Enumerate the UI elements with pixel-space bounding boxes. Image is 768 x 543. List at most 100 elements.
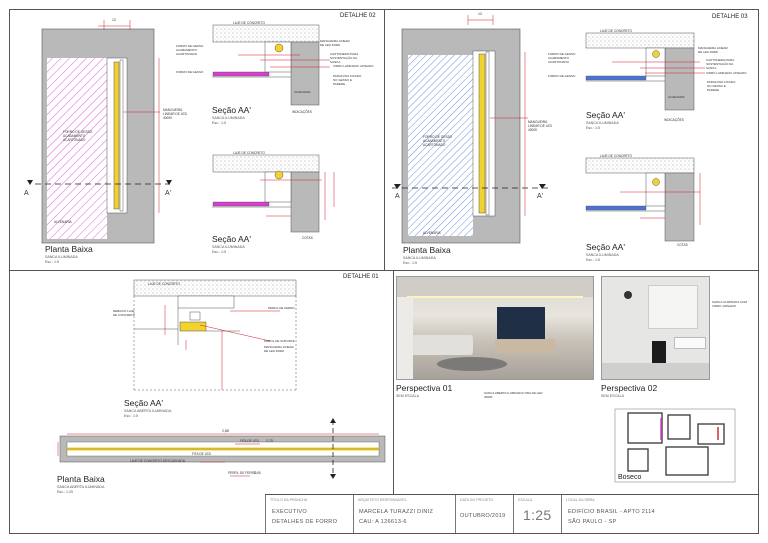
note-label: SANCA ABERTA ILUMINADA TIRA DE LED 4000K — [484, 391, 543, 399]
note-label: FORRO DE GESSO — [176, 70, 204, 74]
dim-label: 12 — [478, 12, 482, 16]
titleblock-cell-title: TÍTULO DA PRANCHA EXECUTIVO DETALHES DE … — [265, 495, 353, 533]
plan-subtitle-02: SANCA ILUMINADA — [45, 255, 78, 259]
vanity — [674, 337, 706, 349]
plan-title-03: Planta Baixa — [403, 245, 451, 255]
perspective-01-subtitle: SEM ESCALA — [396, 394, 419, 398]
boseco-title: Boseco — [618, 474, 642, 481]
titleblock-header: TÍTULO DA PRANCHA — [270, 498, 308, 502]
section-title-03a: Seção AA' — [586, 110, 625, 120]
section-subtitle-03b: SANCA ILUMINADA — [586, 253, 619, 257]
detail-02-label: DETALHE 02 — [340, 13, 376, 19]
note-label: ALVENARIA — [294, 90, 311, 94]
section-scale-03b: Esc.: 1:5 — [586, 258, 600, 262]
note-label: FITA DE LED — [240, 439, 259, 443]
section-subtitle-01: SANCA ABERTA ILUMINADA — [124, 409, 172, 413]
perspective-01-render — [396, 276, 594, 380]
note-label: FORRO DE GESSO ACABAMENTO ACARTONADO — [423, 135, 453, 147]
note-label: LAJE DE CONCRETO DESCASCADA — [130, 459, 185, 463]
plan-subtitle-01: SANCA ABERTA ILUMINADA — [57, 485, 105, 489]
section-marker-a: A — [395, 193, 400, 200]
note-label: LAJE DE CONCRETO — [233, 151, 265, 155]
sofa — [411, 335, 473, 355]
divider-bottom-vertical — [393, 271, 394, 495]
note-label: MANGUEIRA LINEAR DE LED 4000K — [698, 46, 728, 54]
titleblock-value: DETALHES DE FORRO — [272, 519, 338, 525]
kitchen-island — [495, 339, 555, 353]
section-scale-03a: Esc.: 1:5 — [586, 126, 600, 130]
titleblock-cell-scale: ESCALA 1:25 — [513, 495, 561, 533]
titleblock-value: OUTUBRO/2019 — [460, 513, 506, 519]
section-subtitle-02a: SANCA ILUMINADA — [212, 116, 245, 120]
note-label: PARAFUSO FIXADO NO GESSO E PAREDE — [333, 74, 362, 86]
note-label: ALVENARIA — [423, 231, 441, 235]
titleblock-header: ESCALA — [518, 498, 533, 502]
section-subtitle-02b: SANCA ILUMINADA — [212, 245, 245, 249]
section-scale-02a: Esc.: 1:5 — [212, 121, 226, 125]
plan-title-01: Planta Baixa — [57, 474, 105, 484]
titleblock-header: LOCAL DA OBRA — [566, 498, 595, 502]
note-label: LAJE DE CONCRETO — [600, 154, 632, 158]
note-label: FORRO DE GESSO ACABAMENTO ACARTONADO — [63, 130, 93, 142]
note-label: MANGUEIRA LINEAR DE LED 4000K — [320, 39, 350, 47]
note-label: LAJE DE CONCRETO — [233, 21, 265, 25]
note-label: VIDRO LAMINADO JATEADO — [333, 64, 374, 68]
titleblock-value: MARCELA TURAZZI DINIZ — [359, 509, 434, 515]
dim-label: 2,75 — [266, 439, 273, 443]
note-label: MANGUEIRA LINEAR DE LED 4000K — [528, 120, 552, 132]
note-label: LAJE DE CONCRETO — [148, 282, 180, 286]
plan-scale-01: Esc.: 1:25 — [57, 490, 73, 494]
section-marker-a: A — [24, 190, 29, 197]
note-label: VIDRO LAMINADO JATEADO — [706, 71, 747, 75]
perspective-01-title: Perspectiva 01 — [396, 383, 453, 393]
plan-title-02: Planta Baixa — [45, 244, 93, 254]
perspective-02-title: Perspectiva 02 — [601, 383, 658, 393]
divider-titleblock — [265, 494, 758, 495]
note-label: CANTONEIRA PARA SUSTENTAÇÃO DA SANCA — [706, 58, 735, 70]
section-title-02b: Seção AA' — [212, 234, 251, 244]
dim-label: 2,50 — [254, 471, 261, 475]
toilet — [652, 341, 666, 363]
note-label: PERFIL DE SUPORTE — [264, 339, 295, 343]
perspective-02-subtitle: SEM ESCALA — [601, 394, 624, 398]
note-label: PARAFUSO FIXADO NO GESSO E PAREDE — [707, 80, 736, 92]
note-label: PERFIL DE FERRO — [268, 306, 295, 310]
note-label: MANGUEIRA LINEAR DE LED 4000K — [264, 345, 294, 353]
section-subtitle-03a: SANCA ILUMINADA — [586, 121, 619, 125]
titleblock-header: ARQUITETO RESPONSÁVEL — [358, 498, 407, 502]
plan-scale-03: Esc.: 1:5 — [403, 261, 417, 265]
note-label: FORRO DE GESSO ACABAMENTO ACARTONADO — [176, 44, 204, 56]
rug — [437, 357, 507, 371]
note-label: CANTONEIRA PARA SUSTENTAÇÃO DA SANCA — [330, 52, 359, 64]
divider-middle-horizontal — [10, 270, 758, 271]
dim-label: 12 — [112, 18, 116, 22]
section-marker-a-prime: A' — [165, 190, 172, 197]
titleblock-value: CAU: A 126613-6 — [359, 519, 407, 525]
mirror-panel — [648, 285, 698, 329]
note-label: COTAS — [677, 243, 688, 247]
titleblock-value: EDIFÍCIO BRASIL - APTO 2114 — [568, 509, 655, 515]
note-label: LAJE DE CONCRETO — [600, 29, 632, 33]
ceiling-soffit — [397, 277, 593, 297]
note-label: ALVENARIA — [668, 95, 685, 99]
note-label: FORRO DE GESSO — [548, 74, 576, 78]
floor — [602, 363, 709, 379]
titleblock-value: 1:25 — [523, 507, 552, 523]
titleblock-cell-site: LOCAL DA OBRA EDIFÍCIO BRASIL - APTO 211… — [561, 495, 758, 533]
titleblock-header: DATA DO PROJETO — [460, 498, 494, 502]
section-scale-02b: Esc.: 1:5 — [212, 250, 226, 254]
section-title-02a: Seção AA' — [212, 105, 251, 115]
detail-03-label: DETALHE 03 — [712, 14, 748, 20]
note-label: ALVENARIA — [54, 220, 72, 224]
section-title-03b: Seção AA' — [586, 242, 625, 252]
note-label: INDICAÇÕES — [664, 118, 684, 122]
plan-scale-02: Esc.: 1:5 — [45, 260, 59, 264]
note-label: REBAIXO LAJE DE CONCRETO — [113, 309, 136, 317]
perspective-02-render — [601, 276, 710, 380]
note-label: PERFIL DE FERRO — [228, 471, 257, 475]
note-label: SANCA ILUMINADA COM VIDRO JATEADO — [712, 300, 748, 308]
titleblock-cell-architect: ARQUITETO RESPONSÁVEL MARCELA TURAZZI DI… — [353, 495, 455, 533]
section-scale-01: Esc.: 1:5 — [124, 414, 138, 418]
led-glow — [407, 296, 583, 298]
divider-top-vertical — [384, 10, 385, 271]
